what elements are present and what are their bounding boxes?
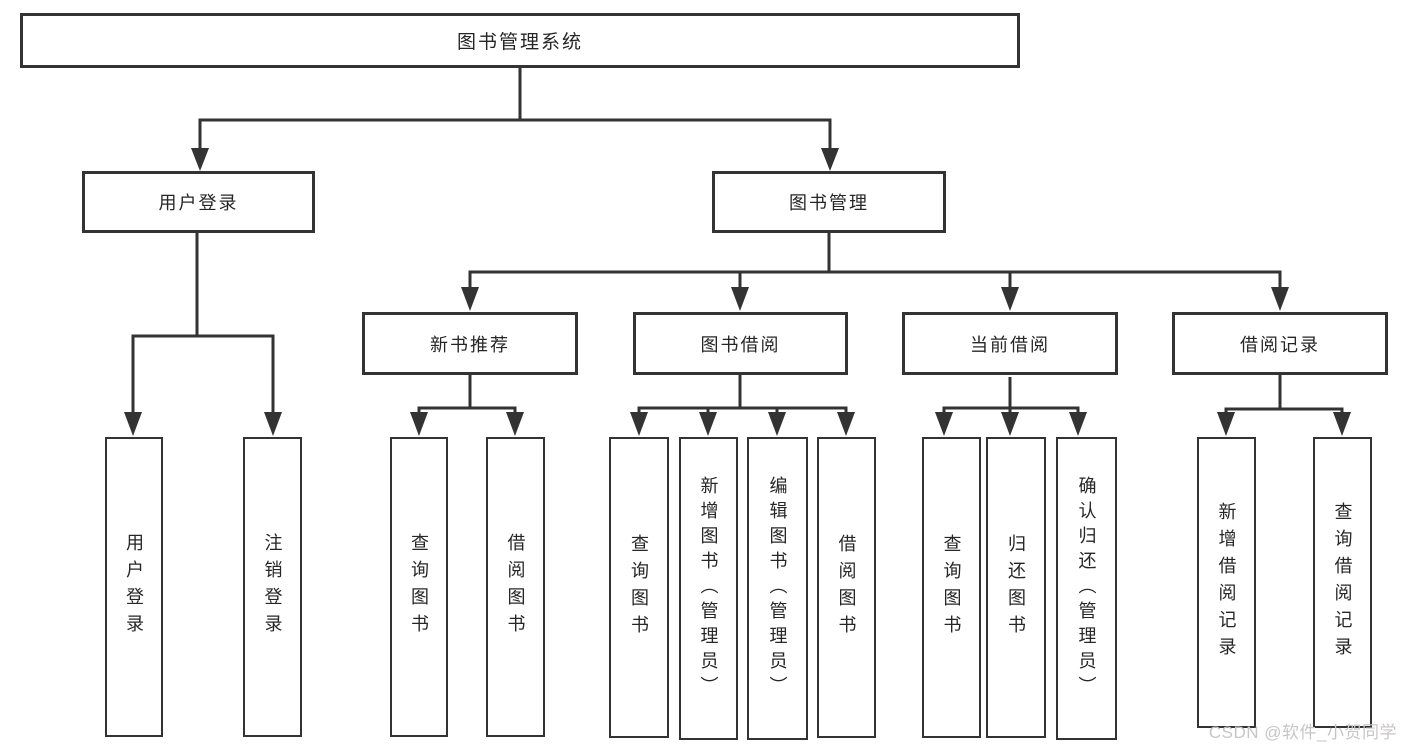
leaf-bb-add-books-admin: 新增图书（管理员） xyxy=(679,437,738,740)
leaf-nbr-query-books: 查询图书 xyxy=(390,437,448,737)
node-current-borrowing: 当前借阅 xyxy=(902,312,1118,375)
leaf-user-login: 用户登录 xyxy=(105,437,163,737)
leaf-nbr-borrow-books: 借阅图书 xyxy=(486,437,545,737)
node-borrow-records: 借阅记录 xyxy=(1172,312,1388,375)
node-new-book-recommend: 新书推荐 xyxy=(362,312,578,375)
leaf-br-add-borrow-record: 新增借阅记录 xyxy=(1197,437,1256,728)
leaf-bb-borrow-books: 借阅图书 xyxy=(817,437,876,738)
connector-lines xyxy=(131,68,1344,420)
leaf-cb-return-books: 归还图书 xyxy=(986,437,1046,738)
node-book-borrowing: 图书借阅 xyxy=(633,312,848,375)
node-book-management: 图书管理 xyxy=(712,171,946,233)
leaf-bb-edit-books-admin: 编辑图书（管理员） xyxy=(747,437,808,740)
leaf-cb-confirm-return-admin: 确认归还（管理员） xyxy=(1056,437,1117,740)
csdn-watermark: CSDN @软件_小贺同学 xyxy=(1208,723,1397,742)
leaf-bb-query-books: 查询图书 xyxy=(609,437,669,738)
node-user-login: 用户登录 xyxy=(82,171,315,233)
node-root: 图书管理系统 xyxy=(20,13,1020,68)
leaf-br-query-borrow-record: 查询借阅记录 xyxy=(1313,437,1372,728)
arrowheads xyxy=(124,148,1351,436)
leaf-cb-query-books: 查询图书 xyxy=(922,437,981,738)
leaf-logout: 注销登录 xyxy=(243,437,302,737)
